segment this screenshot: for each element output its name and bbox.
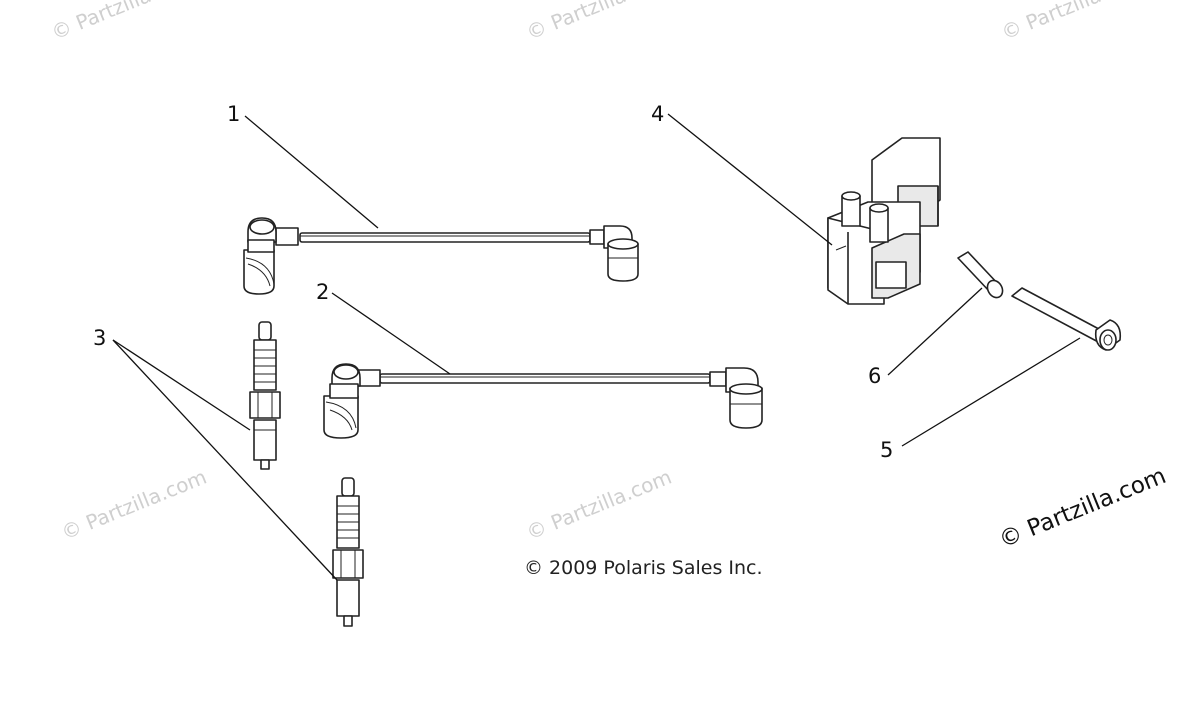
- leader-3a: [112, 339, 251, 431]
- leader-5: [901, 337, 1081, 447]
- copyright-notice: © 2009 Polaris Sales Inc.: [524, 557, 763, 579]
- callout-1: 1: [227, 102, 240, 126]
- watermark-bottom-center: © Partzilla.com: [523, 465, 675, 545]
- leader-lines: [112, 113, 1081, 581]
- spark-plug-wire-2: [323, 363, 763, 439]
- spacer-sleeve: [957, 251, 1004, 299]
- callout-5: 5: [880, 438, 893, 462]
- spark-plug-lower: [332, 477, 364, 627]
- callout-3: 3: [93, 326, 106, 350]
- ignition-coil: [827, 137, 941, 305]
- leader-1: [244, 115, 379, 229]
- leader-2: [331, 292, 451, 375]
- leader-6: [887, 287, 983, 376]
- watermark-bottom-left: © Partzilla.com: [58, 465, 210, 545]
- spark-plug-wire-1: [243, 217, 639, 295]
- leader-4: [667, 113, 833, 246]
- watermark-top-left: © Partzilla.com: [48, 0, 200, 45]
- leader-3b: [112, 339, 338, 581]
- callout-4: 4: [651, 102, 664, 126]
- watermark-top-right: © Partzilla.com: [998, 0, 1150, 45]
- spark-plug-upper: [249, 321, 281, 470]
- mounting-bolt: [1011, 287, 1122, 351]
- callout-2: 2: [316, 280, 329, 304]
- callouts: 1 2 3 4 5 6: [93, 102, 893, 462]
- watermark-top-center: © Partzilla.com: [523, 0, 675, 45]
- callout-6: 6: [868, 364, 881, 388]
- partzilla-watermark: © Partzilla.com: [996, 463, 1170, 554]
